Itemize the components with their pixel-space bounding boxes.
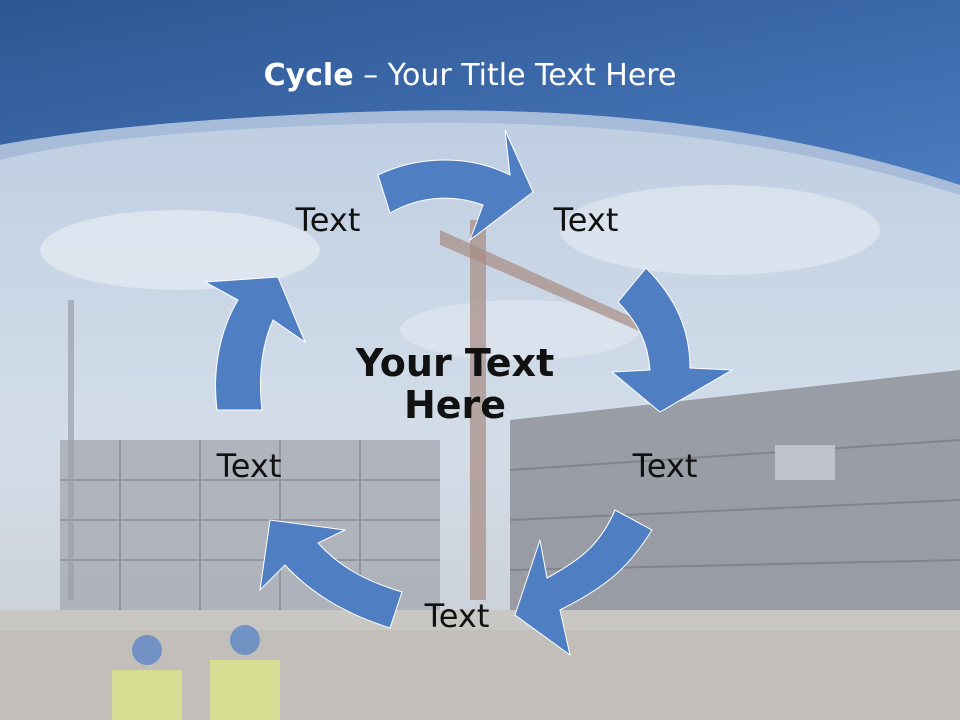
cycle-node-1: Text (295, 201, 361, 239)
slide-title: Cycle – Your Title Text Here (0, 56, 940, 96)
center-text: Your Text Here (355, 341, 555, 427)
curved-arrow-icon (514, 509, 653, 657)
title-rest: – Your Title Text Here (353, 58, 677, 93)
cycle-node-3: Text (632, 447, 698, 485)
curved-arrow-icon (203, 276, 307, 411)
cycle-node-4: Text (424, 597, 490, 635)
curved-arrow-icon (610, 267, 734, 413)
title-bold: Cycle (263, 58, 354, 93)
cycle-node-5: Text (216, 447, 282, 485)
curved-arrow-icon (377, 129, 534, 242)
curved-arrow-icon (259, 519, 403, 629)
cycle-node-2: Text (553, 201, 619, 239)
